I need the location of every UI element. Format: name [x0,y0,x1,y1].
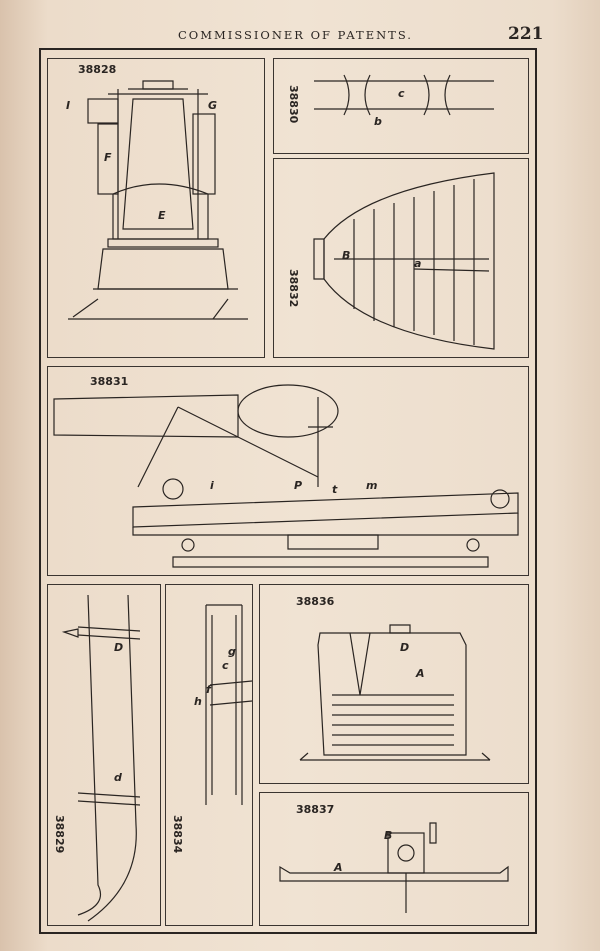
letter-F: F [104,151,112,164]
letter-d: d [114,771,122,784]
letter-G: G [208,99,218,112]
letter-B-37: B [384,829,393,842]
header-title: COMMISSIONER OF PATENTS. [178,28,413,42]
letter-c-lower: c [222,659,229,672]
page-header: COMMISSIONER OF PATENTS. 221 [0,24,600,48]
letter-i: i [210,479,214,492]
figure-38828-panel: 38828 I G F E [47,58,265,358]
letter-P: P [294,479,303,492]
screw-drawing [61,594,141,922]
letter-t: t [332,483,338,496]
letter-m: m [366,479,378,492]
letter-a: a [414,257,422,270]
pipe-joint-drawing [314,74,494,116]
letter-b: b [374,115,382,128]
hoop-drawing [313,172,495,350]
figure-number-38831: 38831 [90,375,129,388]
letter-g: g [228,645,236,658]
letter-D-36: D [400,641,410,654]
rail-drawing [205,604,252,805]
figure-number-38837: 38837 [296,803,335,816]
cannon-drawing [53,384,519,568]
page-number: 221 [508,24,544,44]
figure-38837-panel: 38837 B A [259,792,529,926]
figure-38834-panel: 38834 h f c g [165,584,253,926]
letter-I: I [66,99,71,112]
figure-38829-panel: 38829 D d [47,584,161,926]
valve-drawing [279,822,509,913]
figure-38832-panel: 38832 B a [273,158,529,358]
figure-38830-panel: 38830 c b [273,58,529,154]
stove-drawing [68,80,248,320]
figure-number-38828: 38828 [78,63,117,76]
figure-38831-panel: 38831 i P t m [47,366,529,576]
letter-D: D [114,641,124,654]
letter-A: A [416,667,425,680]
figure-frame: 38828 I G F E 38830 [39,48,537,934]
letter-h: h [194,695,202,708]
letter-f: f [206,683,211,696]
letter-c: c [398,87,405,100]
letter-A-37: A [334,861,343,874]
vessel-drawing [299,624,491,761]
letter-B: B [342,249,351,262]
figure-number-38836: 38836 [296,595,335,608]
letter-E: E [158,209,166,222]
figure-38836-panel: 38836 D A [259,584,529,784]
